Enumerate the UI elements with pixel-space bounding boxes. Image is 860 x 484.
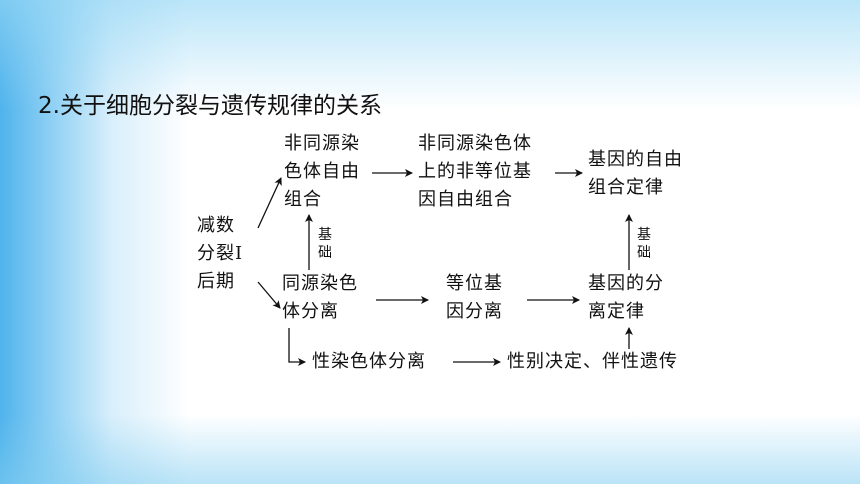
basis-label-right: 基 础 [637, 227, 651, 261]
arrow-to-sex-chromosome [288, 328, 306, 366]
node-homologous-separation: 同源染色 体分离 [282, 273, 358, 322]
node-allele-separation: 等位基 因分离 [446, 273, 503, 322]
basis-label-left: 基 础 [318, 227, 332, 261]
node-nonhomologous-free-combination: 非同源染 色体自由 组合 [284, 133, 360, 210]
node-sex-determination-inheritance: 性别决定、伴性遗传 [507, 351, 678, 372]
node-segregation-law: 基因的分 离定律 [588, 273, 664, 322]
slide-title: 2.关于细胞分裂与遗传规律的关系 [38, 93, 382, 119]
node-meiosis: 减数 分裂Ⅰ 后期 [197, 215, 244, 292]
arrow-meiosis-to-free-combination [257, 177, 282, 229]
arrow-meiosis-to-homologous-separation [257, 281, 281, 309]
node-sex-chromosome-separation: 性染色体分离 [312, 351, 426, 372]
node-nonallelic-free-combination: 非同源染色体 上的非等位基 因自由组合 [418, 133, 532, 210]
node-independent-assortment-law: 基因的自由 组合定律 [588, 149, 683, 198]
